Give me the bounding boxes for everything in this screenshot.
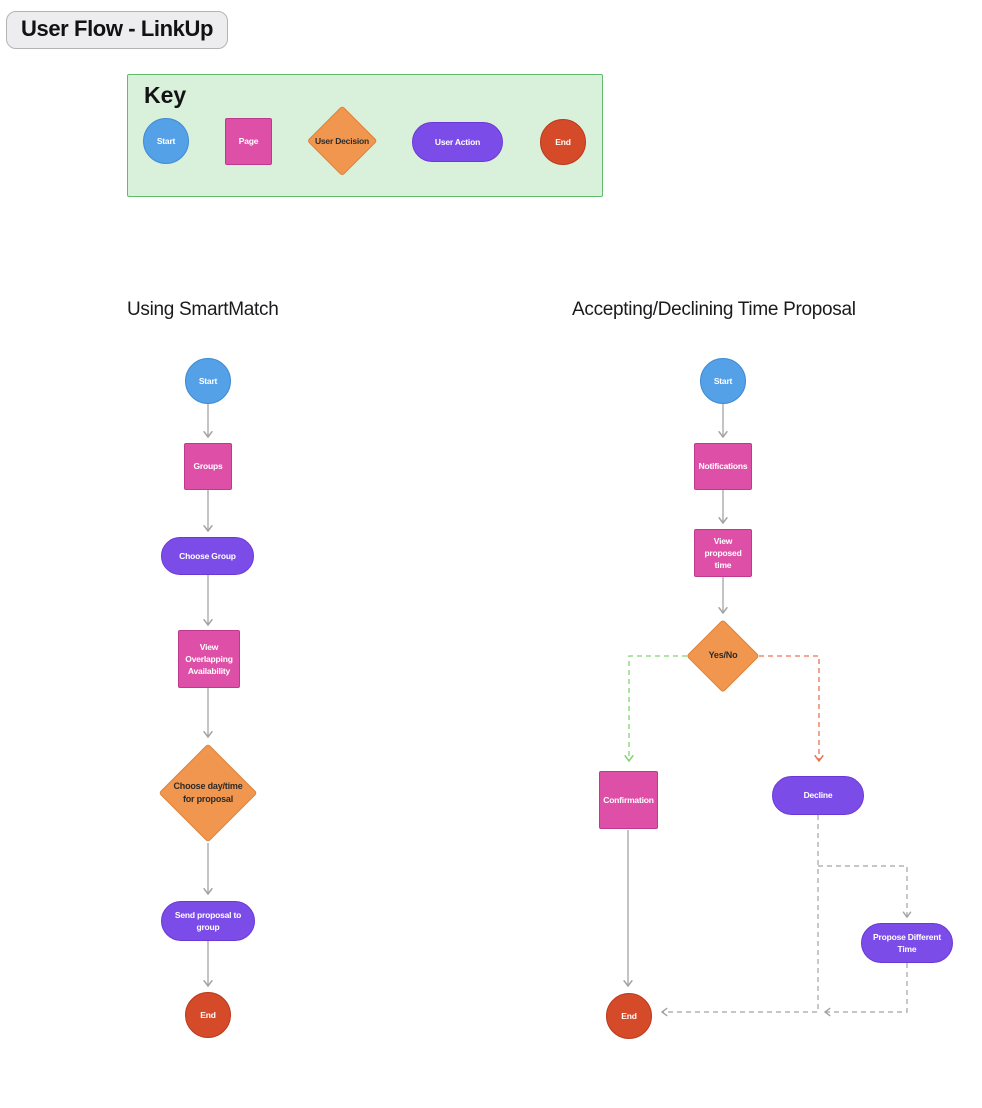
node-start-2[interactable]: Start	[700, 358, 746, 404]
node-label: User Decision	[314, 135, 370, 146]
node-label: Notifications	[698, 461, 748, 472]
node-end-2[interactable]: End	[606, 993, 652, 1039]
node-choose-daytime-decision[interactable]: Choose day/time for proposal	[158, 743, 258, 843]
node-choose-group[interactable]: Choose Group	[161, 537, 254, 575]
flow-heading-smartmatch: Using SmartMatch	[127, 299, 279, 320]
node-confirmation[interactable]: Confirmation	[599, 771, 658, 829]
flow-heading-time-proposal: Accepting/Declining Time Proposal	[572, 299, 856, 320]
node-view-proposed-time[interactable]: View proposed time	[694, 529, 752, 577]
node-decline[interactable]: Decline	[772, 776, 864, 815]
key-heading: Key	[144, 82, 187, 108]
node-label: View Overlapping Availability	[185, 641, 233, 677]
node-label: Send proposal to group	[174, 909, 242, 932]
node-label: Start	[198, 375, 218, 386]
node-send-proposal-to-group[interactable]: Send proposal to group	[161, 901, 255, 941]
node-start[interactable]: Start	[185, 358, 231, 404]
connector-yes-branch	[624, 655, 687, 763]
node-notifications[interactable]: Notifications	[694, 443, 752, 490]
node-label: Confirmation	[603, 794, 654, 805]
node-label: Yes/No	[708, 650, 738, 661]
node-label: View proposed time	[704, 535, 742, 571]
key-swatch-user-decision[interactable]: User Decision	[306, 105, 378, 177]
node-label: User Action	[434, 136, 481, 147]
node-propose-different-time[interactable]: Propose Different Time	[861, 923, 953, 963]
connector-no-branch	[759, 655, 824, 763]
node-label: Choose Group	[179, 550, 236, 561]
node-groups[interactable]: Groups	[184, 443, 232, 490]
node-label: Start	[156, 135, 176, 146]
key-swatch-start[interactable]: Start	[143, 118, 189, 164]
node-label: Propose Different Time	[873, 931, 941, 954]
node-label: End	[555, 136, 571, 147]
key-swatch-page[interactable]: Page	[225, 118, 272, 165]
connectors-right-flow	[623, 404, 728, 988]
page-title: User Flow - LinkUp	[6, 11, 229, 49]
key-swatch-end[interactable]: End	[540, 119, 586, 165]
node-yes-no-decision[interactable]: Yes/No	[686, 619, 760, 693]
node-label: Groups	[193, 461, 223, 472]
connectors-dashed-gray	[660, 815, 912, 1017]
node-label: Start	[713, 375, 733, 386]
node-view-overlapping-availability[interactable]: View Overlapping Availability	[178, 630, 240, 688]
key-swatch-user-action[interactable]: User Action	[412, 122, 503, 162]
node-label: Choose day/time for proposal	[173, 780, 243, 804]
node-label: Decline	[803, 790, 833, 801]
node-label: End	[200, 1009, 216, 1020]
node-end[interactable]: End	[185, 992, 231, 1038]
node-label: End	[621, 1010, 637, 1021]
node-label: Page	[238, 136, 259, 147]
